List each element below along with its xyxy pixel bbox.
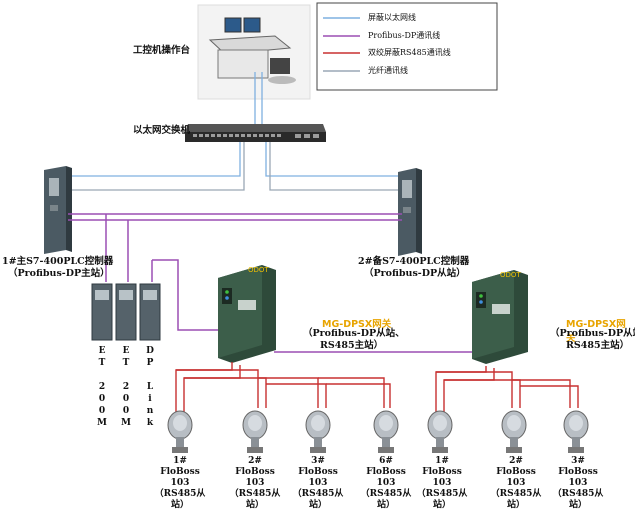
svg-text:ODOT: ODOT xyxy=(248,266,269,274)
plc2-label-line1: 2#备S7-400PLC控制器 xyxy=(358,256,470,267)
rs485-bus-2 xyxy=(435,366,579,412)
flowmeter-g2-2-icon xyxy=(501,410,527,453)
device-3-label: 3#FloBoss 103（RS485从站） xyxy=(292,456,344,510)
flowmeter-6-icon xyxy=(373,410,399,453)
svg-text:ODOT: ODOT xyxy=(500,271,521,279)
module-et200m-2-icon xyxy=(115,283,137,341)
device-g2-2-label: 2#FloBoss 103（RS485从站） xyxy=(490,456,542,510)
gateway1-title: MG-DPSX网关 xyxy=(322,319,392,330)
device-6-label: 6#FloBoss 103（RS485从站） xyxy=(360,456,412,510)
gateway1-line1: （Profibus-DP从站、 xyxy=(303,328,405,339)
gateway1-icon: ODOT xyxy=(218,265,276,363)
legend-label-rs485: 双绞屏蔽RS485通讯线 xyxy=(368,48,451,57)
flowmeter-g2-3-icon xyxy=(563,410,589,453)
module-dplink-icon xyxy=(139,283,161,341)
flowmeter-3-icon xyxy=(305,410,331,453)
ethernet-switch-icon xyxy=(185,124,326,142)
plc1-label-line1: 1#主S7-400PLC控制器 xyxy=(2,256,114,267)
gateway2-line2: RS485主站） xyxy=(566,340,630,351)
device-g2-1-label: 1#FloBoss 103（RS485从站） xyxy=(416,456,468,510)
flowmeter-1-icon xyxy=(167,410,193,453)
plc2-label-line2: （Profibus-DP从站） xyxy=(364,268,466,279)
gateway2-title: MG-DPSX网关 xyxy=(566,319,626,344)
switch-label: 以太网交换机 xyxy=(133,125,191,136)
legend-label-ethernet: 屏蔽以太网线 xyxy=(368,13,416,22)
gateway2-icon: ODOT xyxy=(472,270,528,364)
legend-label-fiber: 光纤通讯线 xyxy=(368,66,408,75)
rs485-bus-1 xyxy=(175,362,391,412)
plc2-icon xyxy=(398,168,422,256)
device-2-label: 2#FloBoss 103（RS485从站） xyxy=(229,456,281,510)
gateway2-line1: （Profibus-DP从站、 xyxy=(550,328,635,339)
workstation-icon xyxy=(208,17,296,84)
plc1-icon xyxy=(44,166,72,254)
legend-label-profibus: Profibus-DP通讯线 xyxy=(368,31,441,40)
workstation-label: 工控机操作台 xyxy=(133,45,191,56)
flowmeter-g2-1-icon xyxy=(427,410,453,453)
device-g2-3-label: 3#FloBoss 103（RS485从站） xyxy=(552,456,604,510)
module-et200m-1-icon xyxy=(91,283,113,341)
flowmeter-devices xyxy=(167,410,589,453)
gateway1-line2: RS485主站） xyxy=(320,340,384,351)
flowmeter-2-icon xyxy=(242,410,268,453)
device-1-label: 1#FloBoss 103（RS485从站） xyxy=(154,456,206,510)
plc1-label-line2: （Profibus-DP主站） xyxy=(8,268,110,279)
